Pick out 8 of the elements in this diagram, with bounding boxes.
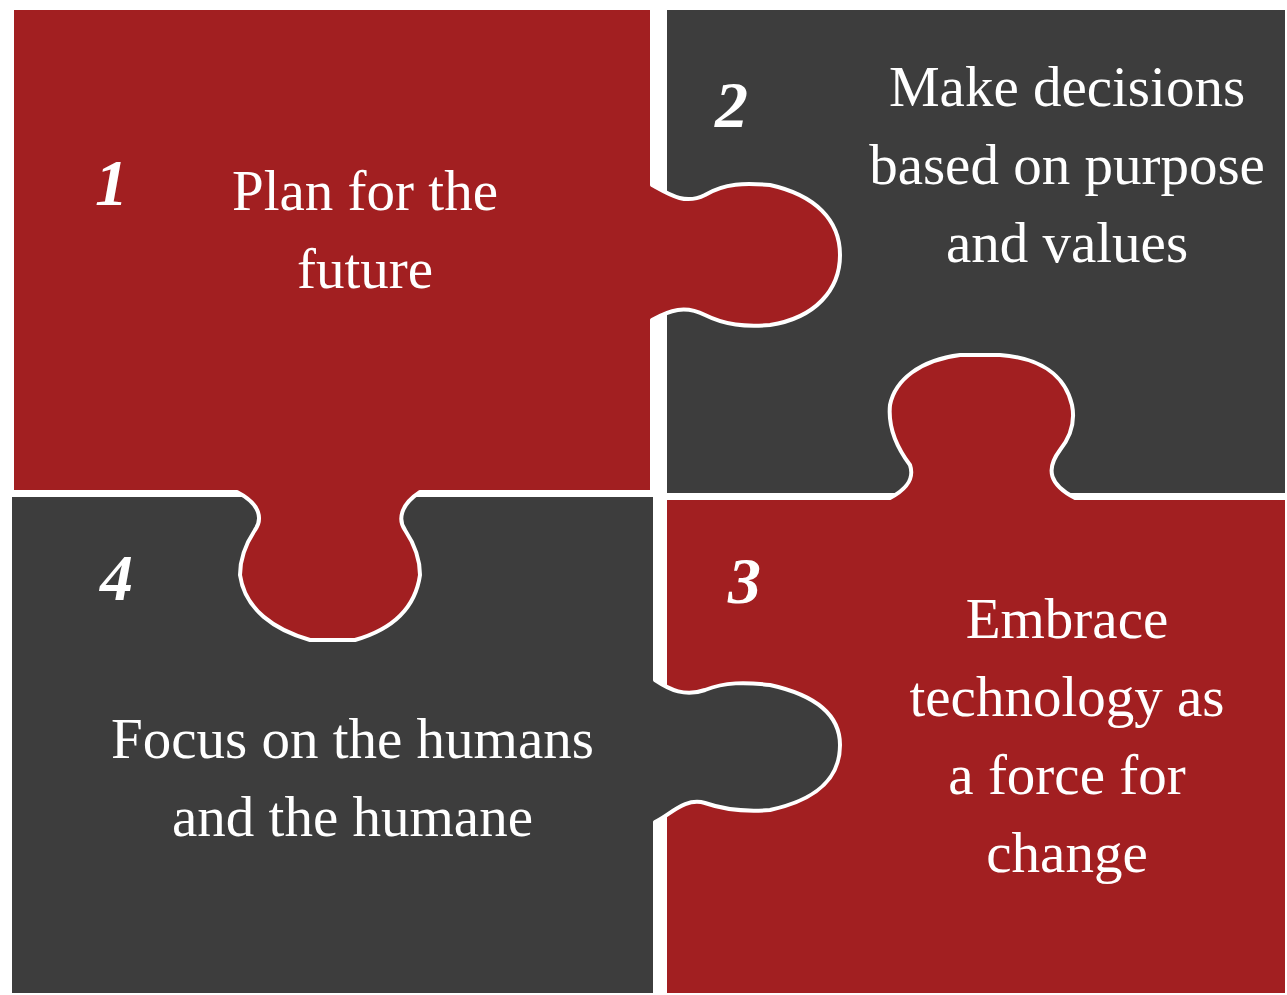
step-number: 1 [95,150,128,216]
step-number: 3 [728,548,761,614]
step-text: Embrace technology as a force for change [908,586,1226,886]
step-number: 4 [100,545,133,611]
step-text: Make decisions based on purpose and values [868,54,1266,276]
step-text: Plan for the future [231,158,499,302]
step-number: 2 [715,72,748,138]
step-text: Focus on the humans and the humane [110,706,595,850]
